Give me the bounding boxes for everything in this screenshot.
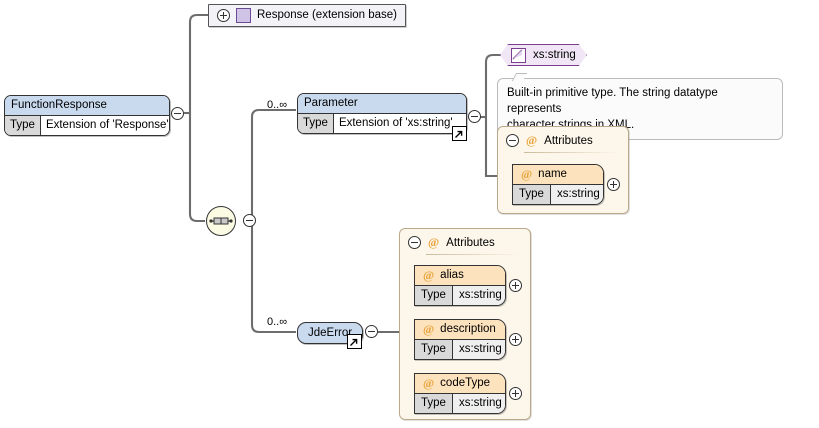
parameter-external-link-icon[interactable] xyxy=(452,126,467,141)
attribute-name-type-row: Type xs:string xyxy=(513,185,603,204)
function-response-type-row: Type Extension of 'Response' xyxy=(5,116,169,135)
function-response-collapse-toggle[interactable] xyxy=(171,107,184,120)
compositor-collapse-toggle[interactable] xyxy=(243,214,256,227)
jdeerror-label: JdeError xyxy=(308,327,353,339)
attribute-name-header: @ name xyxy=(513,165,603,185)
sequence-compositor[interactable] xyxy=(206,206,236,236)
parameter-type-value: Extension of 'xs:string' xyxy=(333,114,458,133)
divider xyxy=(524,152,618,153)
attribute-alias-label: alias xyxy=(440,269,464,281)
divider xyxy=(426,254,520,255)
element-function-response[interactable]: FunctionResponse Type Extension of 'Resp… xyxy=(4,95,170,136)
jdeerror-attributes-toggle[interactable] xyxy=(408,236,421,249)
element-parameter[interactable]: Parameter Type Extension of 'xs:string' xyxy=(297,93,467,134)
attribute-codetype-type-row: Type xs:string xyxy=(415,394,505,413)
attribute-description-type-value: xs:string xyxy=(452,340,505,359)
attribute-codetype-label: codeType xyxy=(440,377,491,389)
attribute-name-type-key: Type xyxy=(513,185,551,204)
at-icon: @ xyxy=(526,133,538,147)
attribute-alias-header: @ alias xyxy=(415,266,505,286)
attribute-codetype-expand-toggle[interactable] xyxy=(509,387,522,400)
attribute-codetype-type-value: xs:string xyxy=(452,394,505,413)
sequence-icon xyxy=(209,217,233,225)
attribute-description-label: description xyxy=(440,323,496,335)
attribute-codetype-type-key: Type xyxy=(415,394,453,413)
jdeerror-attributes-label: Attributes xyxy=(446,236,495,249)
attribute-name-label: name xyxy=(538,168,567,180)
function-response-name: FunctionResponse xyxy=(5,96,169,116)
response-base-label: Response (extension base) xyxy=(257,9,397,21)
attribute-description-type-row: Type xs:string xyxy=(415,340,505,359)
attribute-description-expand-toggle[interactable] xyxy=(509,333,522,346)
attribute-name[interactable]: @ name Type xs:string xyxy=(512,164,604,205)
attribute-alias-type-row: Type xs:string xyxy=(415,286,505,305)
parameter-name: Parameter xyxy=(298,94,466,114)
type-square-icon xyxy=(236,8,251,23)
parameter-type-row: Type Extension of 'xs:string' xyxy=(298,114,466,133)
at-icon: @ xyxy=(423,268,435,282)
function-response-type-value: Extension of 'Response' xyxy=(40,116,169,135)
attribute-alias-expand-toggle[interactable] xyxy=(509,279,522,292)
attribute-name-type-value: xs:string xyxy=(550,185,603,204)
attribute-codetype-header: @ codeType xyxy=(415,374,505,394)
jdeerror-external-link-icon[interactable] xyxy=(347,334,362,349)
attribute-description-header: @ description xyxy=(415,320,505,340)
attribute-alias-type-key: Type xyxy=(415,286,453,305)
simple-type-icon xyxy=(511,48,526,63)
element-response-base[interactable]: Response (extension base) xyxy=(208,4,406,27)
attribute-description-type-key: Type xyxy=(415,340,453,359)
attribute-alias-type-value: xs:string xyxy=(452,286,505,305)
jdeerror-attributes-header: @ Attributes xyxy=(400,229,530,254)
function-response-type-key: Type xyxy=(5,116,41,135)
jdeerror-occurrence: 0..∞ xyxy=(267,316,288,328)
simple-type-xs-string[interactable]: xs:string xyxy=(500,44,587,66)
attribute-alias[interactable]: @ alias Type xs:string xyxy=(414,265,506,306)
parameter-attributes-header: @ Attributes xyxy=(498,127,628,152)
attribute-description[interactable]: @ description Type xs:string xyxy=(414,319,506,360)
parameter-collapse-toggle[interactable] xyxy=(468,110,481,123)
at-icon: @ xyxy=(428,235,440,249)
element-jdeerror[interactable]: JdeError xyxy=(297,322,364,344)
parameter-type-key: Type xyxy=(298,114,334,133)
parameter-occurrence: 0..∞ xyxy=(267,99,288,111)
at-icon: @ xyxy=(521,167,533,181)
parameter-attributes-toggle[interactable] xyxy=(506,134,519,147)
jdeerror-collapse-toggle[interactable] xyxy=(365,325,378,338)
at-icon: @ xyxy=(423,322,435,336)
parameter-attributes-label: Attributes xyxy=(544,134,593,147)
at-icon: @ xyxy=(423,376,435,390)
xs-string-label: xs:string xyxy=(533,49,576,61)
response-expand-toggle[interactable] xyxy=(217,9,230,22)
attribute-name-expand-toggle[interactable] xyxy=(607,178,620,191)
attribute-codetype[interactable]: @ codeType Type xs:string xyxy=(414,373,506,414)
